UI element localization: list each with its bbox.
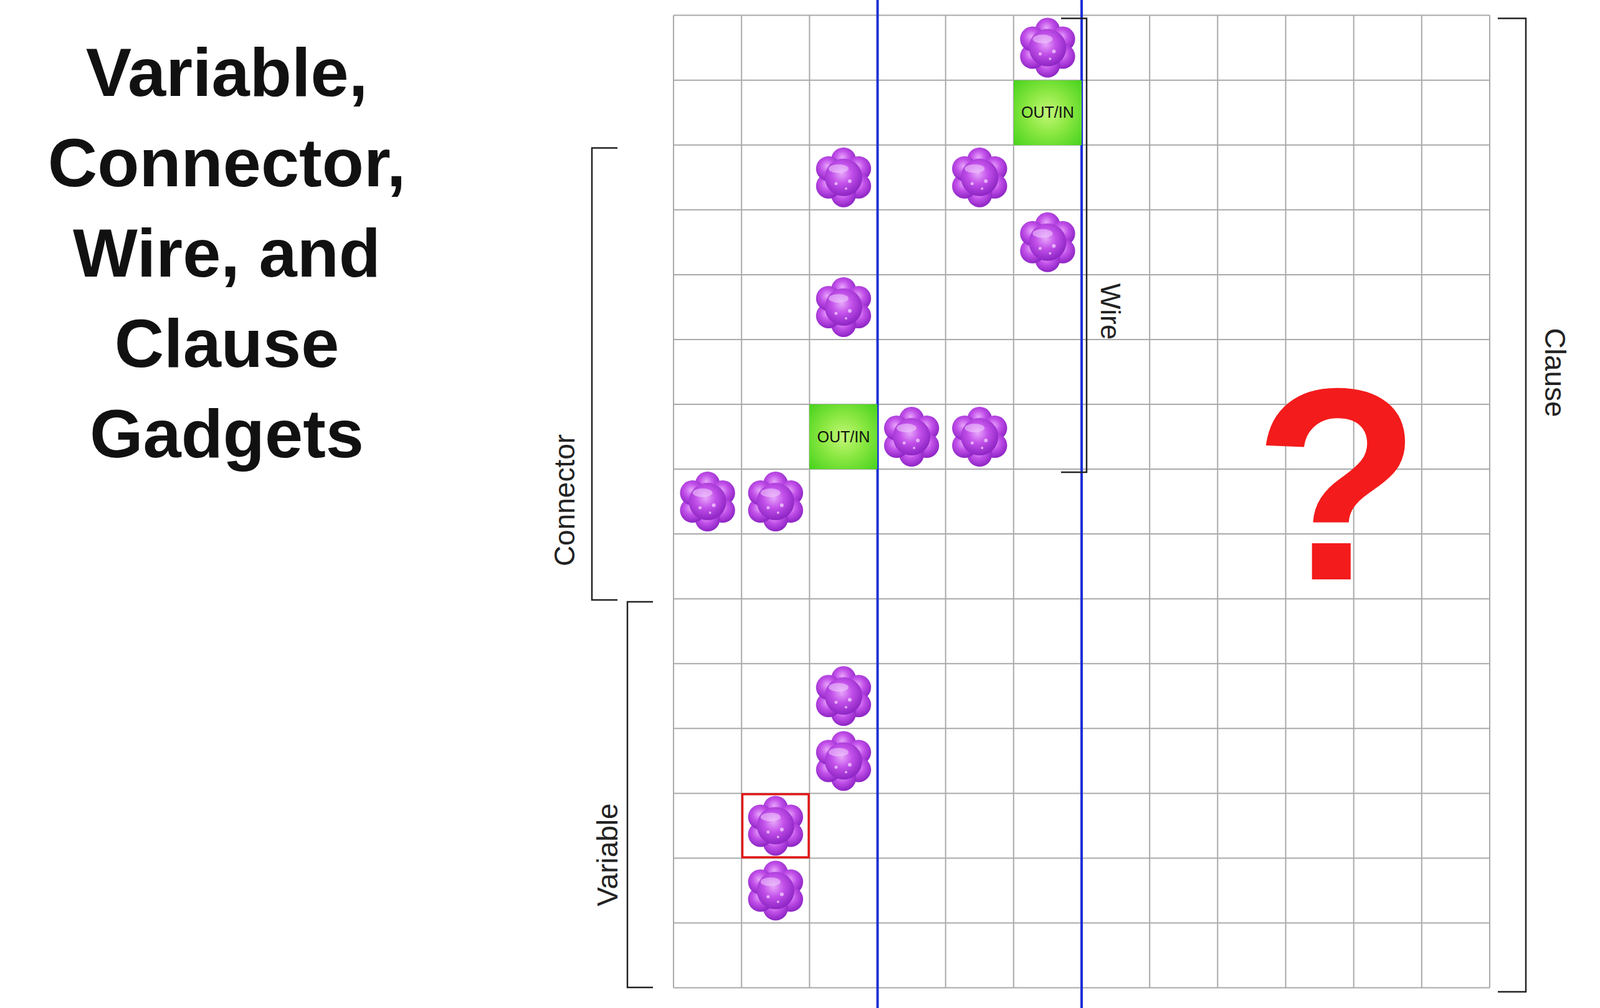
slide-title: Variable, Connector, Wire, and Clause Ga…	[21, 26, 433, 479]
cell-label: OUT/IN	[1021, 103, 1075, 122]
bracket-label: Wire	[1096, 283, 1124, 340]
variable-bracket	[627, 601, 653, 988]
bracket-label: Variable	[593, 803, 622, 906]
out-in-cell: OUT/IN	[809, 404, 878, 470]
bracket-label: Connector	[550, 434, 579, 567]
connector-bracket	[591, 148, 618, 601]
bracket-label: Clause	[1540, 327, 1570, 417]
question-mark: ?	[1253, 347, 1422, 622]
out-in-cell: OUT/IN	[1013, 80, 1082, 146]
blue-lines	[877, 0, 1083, 1008]
selected-cell	[742, 794, 810, 858]
cell-label: OUT/IN	[817, 428, 871, 447]
brackets	[591, 18, 1526, 993]
clause-bracket	[1497, 18, 1526, 993]
